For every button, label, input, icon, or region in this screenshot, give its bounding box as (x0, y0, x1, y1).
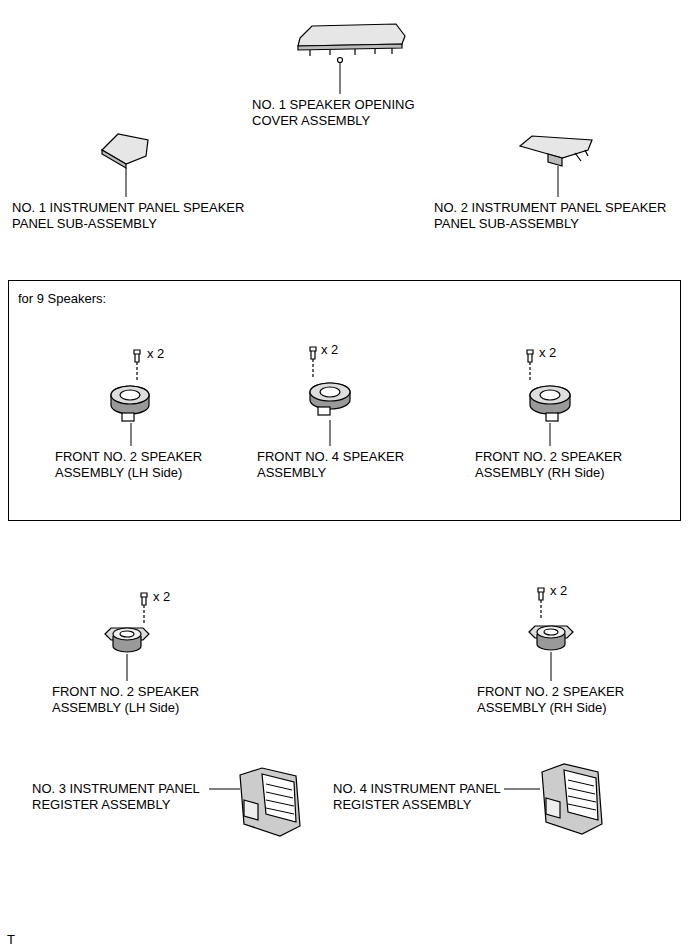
part-name: FRONT NO. 4 SPEAKER ASSEMBLY (257, 449, 427, 481)
part-name: NO. 3 INSTRUMENT PANEL REGISTER ASSEMBLY (32, 781, 217, 813)
figure-code: T (7, 932, 15, 948)
part-name: FRONT NO. 2 SPEAKER ASSEMBLY (RH Side) (477, 684, 647, 716)
part-name: NO. 1 SPEAKER OPENING COVER ASSEMBLY (252, 97, 437, 129)
part-name: NO. 1 INSTRUMENT PANEL SPEAKER PANEL SUB… (12, 200, 267, 232)
quantity: x 2 (539, 345, 556, 361)
quantity: x 2 (153, 589, 170, 605)
group-box: for 9 Speakers: (8, 280, 681, 521)
part-name: FRONT NO. 2 SPEAKER ASSEMBLY (LH Side) (55, 449, 225, 481)
part-name: NO. 2 INSTRUMENT PANEL SPEAKER PANEL SUB… (434, 200, 689, 232)
quantity: x 2 (550, 583, 567, 599)
group-heading: for 9 Speakers: (9, 281, 106, 307)
part-name: FRONT NO. 2 SPEAKER ASSEMBLY (RH Side) (475, 449, 645, 481)
part-name: FRONT NO. 2 SPEAKER ASSEMBLY (LH Side) (52, 684, 222, 716)
quantity: x 2 (321, 342, 338, 358)
part-name: NO. 4 INSTRUMENT PANEL REGISTER ASSEMBLY (333, 781, 518, 813)
quantity: x 2 (147, 346, 164, 362)
